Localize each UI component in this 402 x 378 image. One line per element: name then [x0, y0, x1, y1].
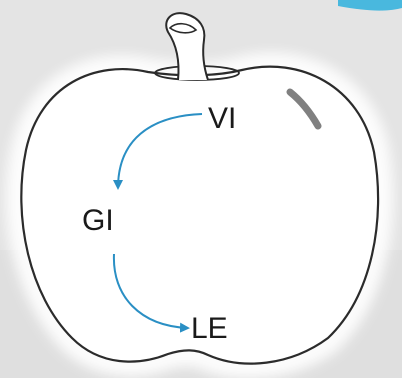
node-gi-label: GI	[82, 204, 114, 237]
node-vi-label: VI	[208, 102, 236, 135]
node-le-label: LE	[191, 312, 228, 345]
